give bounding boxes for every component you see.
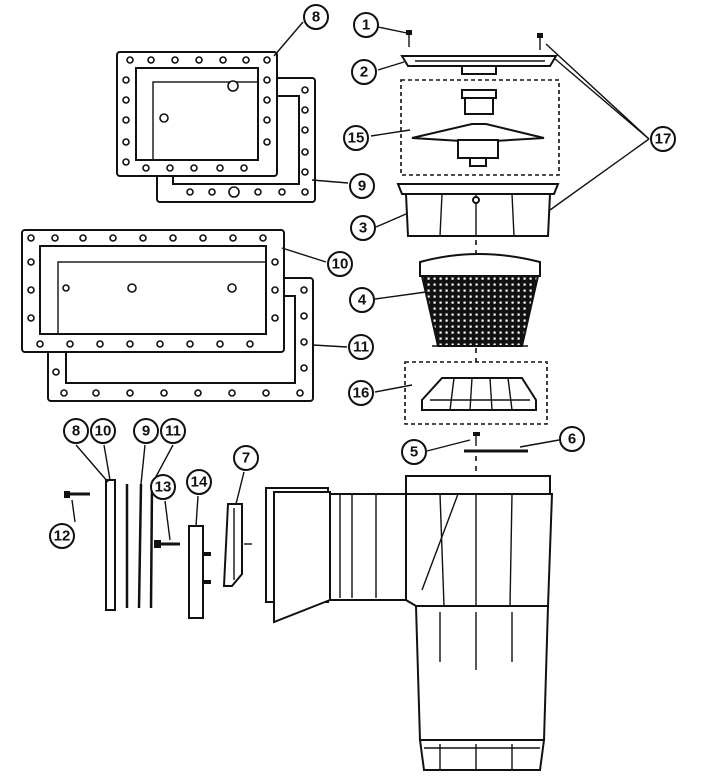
svg-text:11: 11 xyxy=(353,339,369,356)
callout-8-strip: 8 xyxy=(63,418,89,444)
callout-9-strip: 9 xyxy=(133,418,159,444)
svg-text:5: 5 xyxy=(410,444,418,461)
callout-11: 11 xyxy=(348,334,374,360)
skimmer-collar xyxy=(396,183,560,237)
float-assembly xyxy=(411,89,545,167)
svg-text:8: 8 xyxy=(312,9,320,26)
svg-text:16: 16 xyxy=(353,385,370,402)
svg-text:17: 17 xyxy=(655,131,672,148)
svg-text:9: 9 xyxy=(358,178,366,195)
float-assembly-box xyxy=(400,79,560,176)
gasket-10 xyxy=(21,229,285,353)
svg-text:6: 6 xyxy=(568,431,576,448)
callout-9: 9 xyxy=(349,173,375,199)
svg-text:10: 10 xyxy=(95,423,112,440)
svg-text:4: 4 xyxy=(358,292,367,309)
svg-text:10: 10 xyxy=(332,256,349,273)
screw-5 xyxy=(473,432,480,446)
callout-13: 13 xyxy=(150,474,176,500)
door-7 xyxy=(222,503,252,587)
callout-3: 3 xyxy=(350,215,376,241)
gasket-8-holes xyxy=(122,56,271,172)
svg-text:13: 13 xyxy=(155,479,172,496)
svg-text:15: 15 xyxy=(348,130,365,147)
callout-12: 12 xyxy=(49,523,75,549)
callout-7: 7 xyxy=(233,445,259,471)
callout-17: 17 xyxy=(650,126,676,152)
svg-text:8: 8 xyxy=(72,423,80,440)
screw-13 xyxy=(154,540,180,548)
basket xyxy=(419,253,541,347)
callout-16: 16 xyxy=(348,380,374,406)
svg-text:2: 2 xyxy=(360,64,368,81)
face-plate-14 xyxy=(188,525,211,619)
svg-text:14: 14 xyxy=(191,474,208,491)
callout-11-strip: 11 xyxy=(160,418,186,444)
callout-10-strip: 10 xyxy=(90,418,116,444)
gasket-11-holes xyxy=(52,286,308,397)
callout-1: 1 xyxy=(353,12,379,38)
callout-6: 6 xyxy=(559,426,585,452)
callout-5: 5 xyxy=(401,439,427,465)
gasket-9-holes xyxy=(186,86,309,198)
svg-text:12: 12 xyxy=(54,528,71,545)
screw-17 xyxy=(537,33,543,50)
gasket-10-holes xyxy=(27,234,279,348)
gasket-strips xyxy=(105,479,154,611)
svg-text:3: 3 xyxy=(359,220,367,237)
svg-text:9: 9 xyxy=(142,423,150,440)
callout-4: 4 xyxy=(349,287,375,313)
leader-lines xyxy=(71,21,650,541)
weir xyxy=(421,377,537,411)
svg-text:1: 1 xyxy=(362,17,370,34)
callout-8: 8 xyxy=(303,4,329,30)
callout-2: 2 xyxy=(351,59,377,85)
callout-14: 14 xyxy=(186,469,212,495)
lid xyxy=(400,55,558,75)
skimmer-body xyxy=(265,475,554,771)
callout-15: 15 xyxy=(343,125,369,151)
svg-text:11: 11 xyxy=(165,423,181,440)
weir-box xyxy=(404,361,548,425)
svg-text:7: 7 xyxy=(242,450,250,467)
screw-1 xyxy=(406,30,412,47)
gasket-8 xyxy=(116,51,278,177)
callout-10: 10 xyxy=(327,251,353,277)
screw-12 xyxy=(64,491,90,498)
